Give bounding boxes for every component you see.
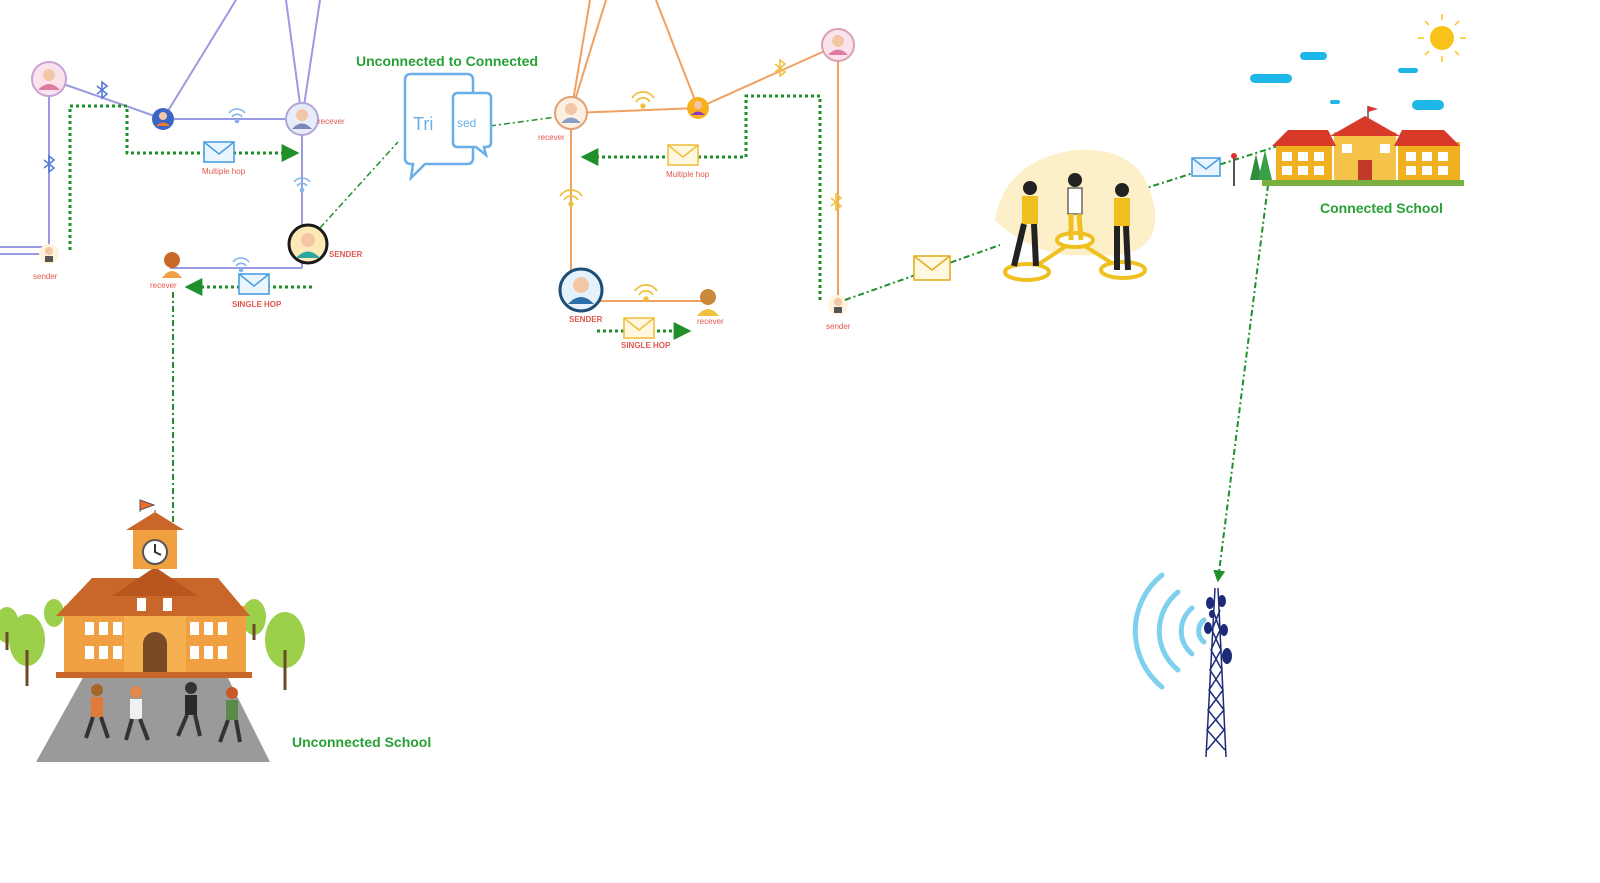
bluetooth-icon — [774, 58, 787, 78]
person-avatar-icon — [31, 61, 67, 97]
envelope-icon — [203, 141, 235, 163]
node-label: SENDER — [329, 250, 363, 259]
cloud-icon — [1250, 52, 1444, 110]
node-label: recever — [150, 281, 177, 290]
bluetooth-icon — [830, 192, 843, 212]
person-avatar-icon — [152, 108, 174, 130]
wifi-icon — [559, 189, 583, 207]
unconnected-school-label: Unconnected School — [292, 734, 431, 750]
wifi-icon — [232, 257, 250, 273]
sun-icon — [1418, 14, 1466, 62]
person-avatar-icon — [821, 28, 855, 62]
person-avatar-icon — [558, 267, 604, 313]
node-label: recever — [318, 117, 345, 126]
person-avatar-icon — [162, 252, 182, 278]
cell-tower-icon — [1132, 572, 1232, 758]
envelope-icon — [667, 144, 699, 166]
envelope-icon — [1191, 157, 1221, 177]
bridge-title: Unconnected to Connected — [356, 53, 538, 69]
bluetooth-icon — [43, 154, 56, 174]
person-avatar-icon — [554, 96, 588, 130]
students — [84, 682, 242, 743]
node-label: SINGLE HOP — [232, 300, 282, 309]
bubble-text-right: sed — [457, 116, 476, 130]
wifi-icon — [634, 284, 658, 302]
wifi-icon — [228, 108, 246, 124]
school-building-icon — [0, 499, 305, 762]
chat-bubble-icon: Unconnected to Connected Tri sed — [356, 53, 538, 182]
person-avatar-icon — [285, 102, 319, 136]
person-avatar-icon — [697, 289, 719, 316]
bluetooth-icon — [96, 80, 109, 100]
node-label: sender — [33, 272, 58, 281]
node-label: SENDER — [569, 315, 603, 324]
person-avatar-icon — [687, 97, 709, 119]
envelope-icon — [913, 255, 951, 281]
node-label: SINGLE HOP — [621, 341, 671, 350]
envelope-icon — [623, 317, 655, 339]
school-building-icon — [1231, 106, 1464, 186]
person-avatar-icon — [828, 295, 848, 315]
connected-school-label: Connected School — [1320, 200, 1443, 216]
wifi-icon — [631, 91, 655, 109]
orange-mesh-network: recever Multiple hop SENDER recever SING… — [538, 0, 855, 350]
node-label: recever — [697, 317, 724, 326]
node-label: recever — [538, 133, 565, 142]
wifi-icon — [293, 177, 311, 193]
node-label: Multiple hop — [666, 170, 710, 179]
tree — [0, 599, 305, 668]
node-label: Multiple hop — [202, 167, 246, 176]
bubble-text-left: Tri — [413, 114, 433, 134]
node-label: sender — [826, 322, 851, 331]
person-avatar-icon — [287, 223, 329, 265]
person-avatar-icon — [39, 244, 59, 264]
people-network-icon — [995, 149, 1156, 282]
envelope-icon — [238, 273, 270, 295]
blue-mesh-network: recever sender SENDER recever Multiple h… — [0, 0, 363, 309]
